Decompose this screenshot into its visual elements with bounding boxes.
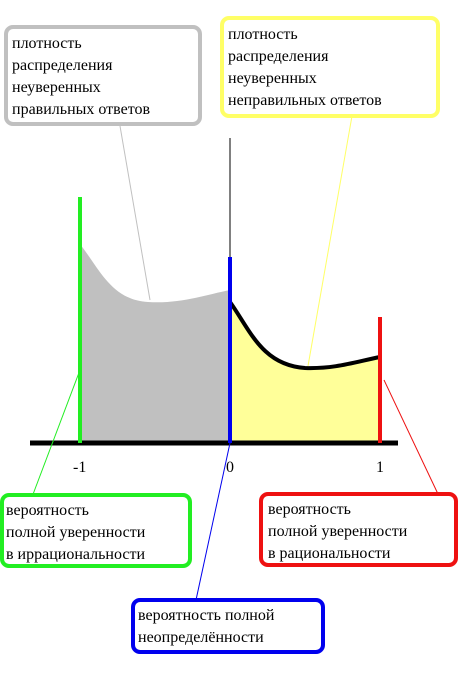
callout-incorrect-density-line-2: распределения (228, 48, 329, 65)
callout-incorrect-density-line-4: неправильных ответов (228, 92, 382, 109)
callout-correct-density-line-2: распределения (12, 57, 113, 74)
leader-full-irrational (31, 369, 81, 498)
callout-full-uncertainty-line-2: неопределённости (138, 629, 264, 646)
leader-correct-density (119, 125, 151, 301)
callout-correct-density-line-4: правильных ответов (12, 101, 151, 118)
callout-correct-density-line-1: плотность (12, 35, 82, 52)
callout-full-irrational: вероятность полной уверенности в иррацио… (0, 493, 192, 568)
callout-correct-density: плотность распределения неуверенных прав… (4, 25, 202, 126)
leader-incorrect-density (307, 115, 353, 367)
callout-full-uncertainty: вероятность полной неопределённости (131, 598, 325, 654)
callout-full-rational-line-1: вероятность (268, 501, 351, 518)
incorrect-answers-density-curve (228, 300, 381, 371)
correct-answers-density-area (80, 244, 230, 443)
leader-full-uncertainty (195, 442, 231, 601)
tick-label-minus-one: -1 (73, 459, 86, 476)
callout-full-irrational-line-2: полной уверенности (6, 524, 146, 541)
leader-full-rational (383, 379, 439, 495)
callout-full-irrational-line-1: вероятность (6, 502, 89, 519)
tick-label-one: 1 (376, 459, 384, 476)
tick-label-zero: 0 (226, 459, 234, 476)
callout-incorrect-density-line-1: плотность (228, 26, 298, 43)
incorrect-answers-density-area (230, 302, 380, 443)
callout-incorrect-density: плотность распределения неуверенных непр… (220, 16, 440, 118)
callout-full-rational-line-2: полной уверенности (268, 523, 408, 540)
callout-correct-density-line-3: неуверенных (12, 79, 101, 96)
callout-full-uncertainty-line-1: вероятность полной (138, 607, 275, 624)
callout-full-irrational-line-3: в иррациональности (6, 546, 145, 563)
callout-incorrect-density-line-3: неуверенных (228, 70, 317, 87)
callout-full-rational-line-3: в рациональности (268, 545, 391, 562)
callout-full-rational: вероятность полной уверенности в рациона… (259, 492, 458, 567)
